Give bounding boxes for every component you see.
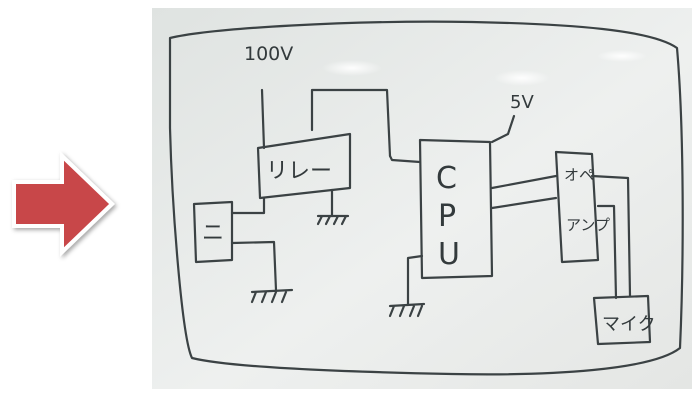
opamp-label-2: アンプ — [566, 216, 610, 234]
cpu-letter-p: P — [438, 199, 456, 234]
arrow-graphic — [0, 0, 150, 389]
left-device-label: ニ — [202, 221, 224, 246]
glare — [322, 60, 382, 76]
whiteboard-sketch: 100V リレー ニ C P U 5V オペ — [152, 8, 692, 389]
voltage-5-label: 5V — [510, 92, 534, 113]
mic-label: マイク — [602, 314, 656, 335]
opamp-label-1: オペ — [564, 166, 594, 184]
glare — [494, 70, 550, 86]
right-arrow-icon — [0, 0, 150, 389]
cpu-letter-u: U — [438, 237, 460, 272]
relay-label: リレー — [266, 159, 332, 184]
voltage-100-label: 100V — [244, 43, 293, 65]
glare — [597, 50, 647, 62]
cpu-letter-c: C — [436, 161, 457, 196]
whiteboard-photo: 100V リレー ニ C P U 5V オペ — [152, 8, 692, 389]
